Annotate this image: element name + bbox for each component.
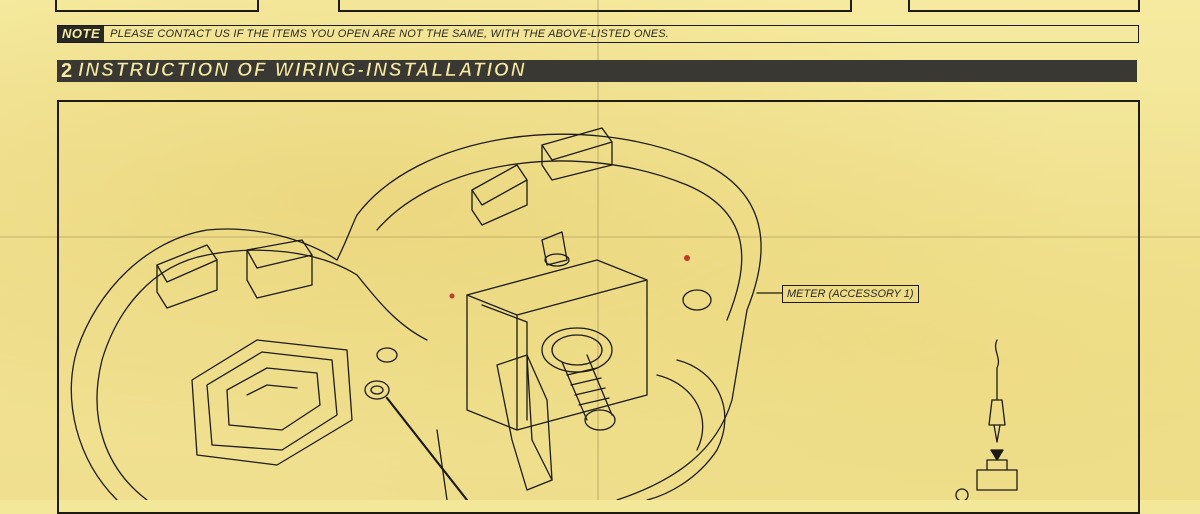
meter-housing bbox=[70, 133, 762, 500]
bracket-plate bbox=[496, 354, 553, 491]
meter-callout-label: METER (ACCESSORY 1) bbox=[782, 285, 919, 303]
stain-dot bbox=[684, 255, 690, 261]
paper-fold-vertical bbox=[597, 0, 599, 500]
top-item-box-3 bbox=[908, 0, 1140, 12]
screw-holes bbox=[364, 289, 712, 400]
paper-fold-horizontal bbox=[0, 236, 1200, 238]
threaded-stud bbox=[541, 327, 616, 431]
section-title: INSTRUCTION OF WIRING-INSTALLATION bbox=[78, 60, 527, 82]
top-item-box-2 bbox=[338, 0, 852, 12]
section-number: 2 bbox=[61, 60, 73, 82]
wire-terminal bbox=[955, 339, 1018, 500]
mount-block bbox=[466, 231, 648, 431]
wiring-diagram bbox=[70, 127, 1018, 500]
paper-background bbox=[0, 0, 1200, 500]
note-row: NOTE PLEASE CONTACT US IF THE ITEMS YOU … bbox=[57, 25, 1139, 43]
note-text: PLEASE CONTACT US IF THE ITEMS YOU OPEN … bbox=[110, 28, 670, 40]
connector-socket bbox=[191, 339, 353, 466]
section-header: 2 INSTRUCTION OF WIRING-INSTALLATION bbox=[57, 60, 1137, 82]
leader-lines bbox=[385, 292, 783, 500]
stain-dot bbox=[449, 293, 455, 299]
note-tag: NOTE bbox=[58, 26, 105, 42]
top-item-box-1 bbox=[55, 0, 259, 12]
mounting-tabs bbox=[156, 127, 613, 309]
